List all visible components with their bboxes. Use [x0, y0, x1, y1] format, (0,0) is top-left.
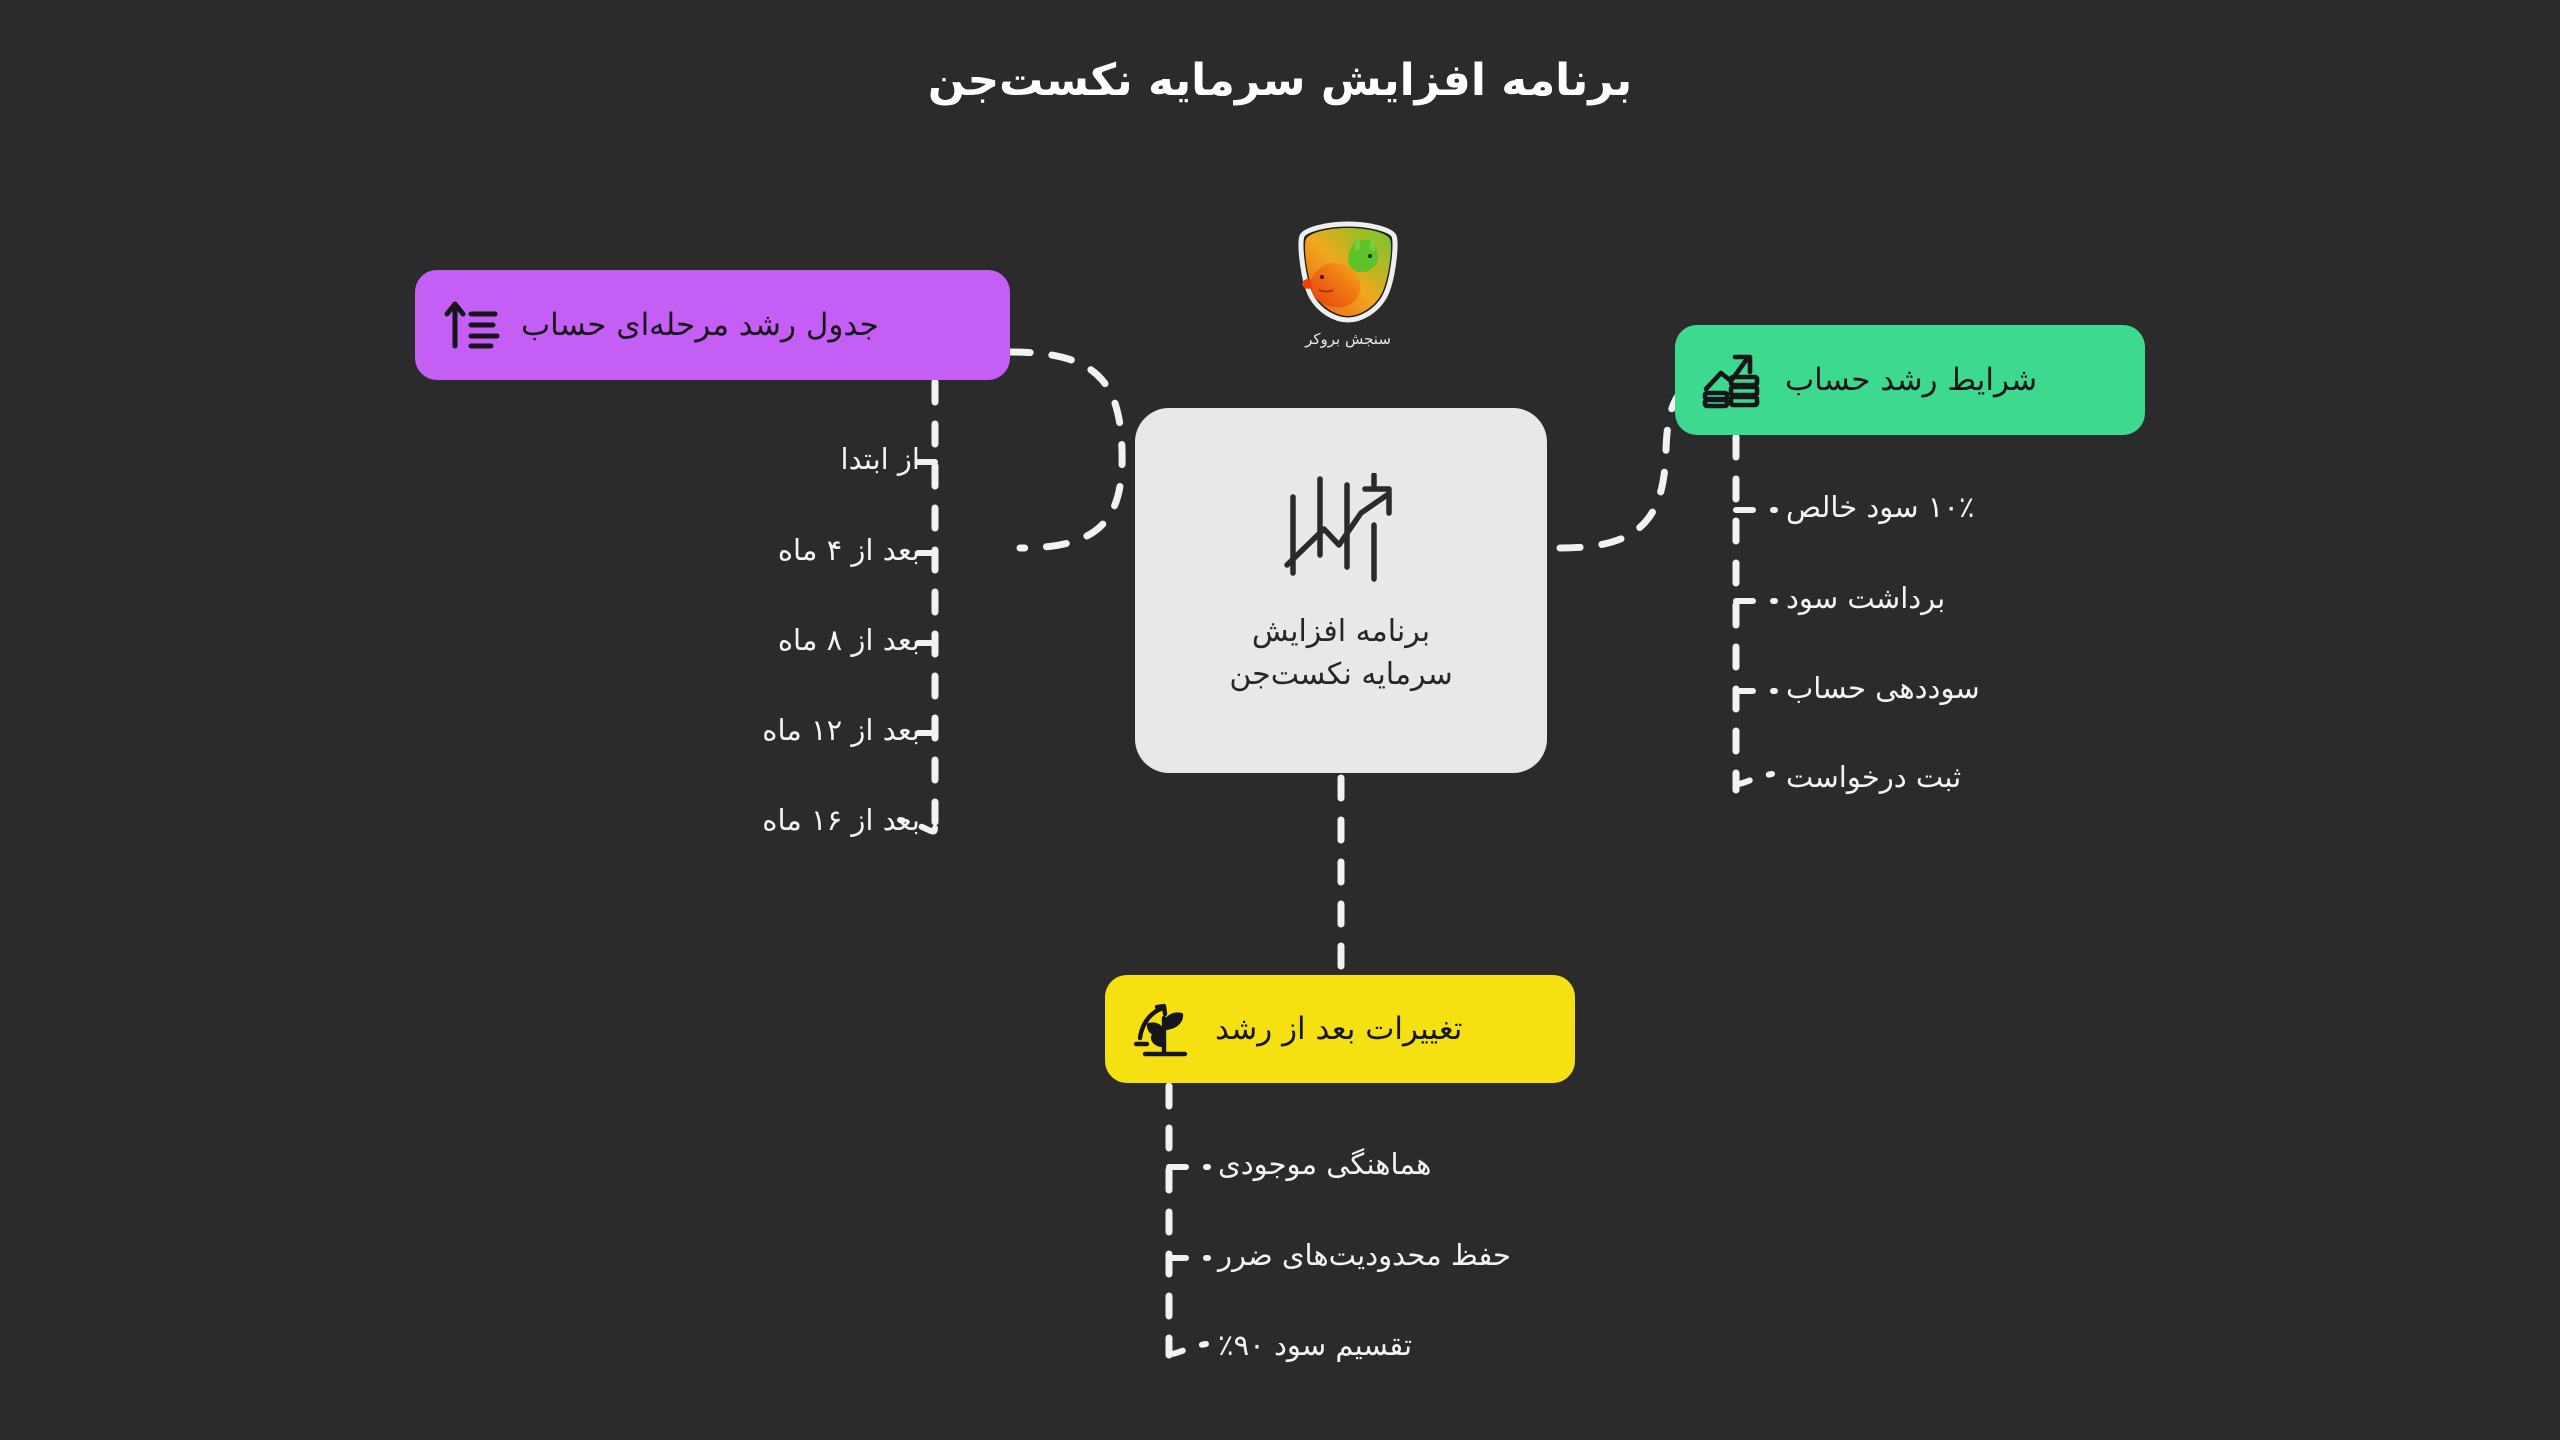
branch-label: جدول رشد مرحله‌ای حساب — [521, 307, 879, 343]
leaf-item[interactable]: بعد از ۴ ماه — [777, 533, 920, 567]
brand-logo-caption: سنجش بروکر — [1305, 330, 1391, 348]
leaf-item[interactable]: ۱۰٪ سود خالص — [1786, 490, 1975, 524]
connector-purple-to-center — [1006, 348, 1126, 552]
leaf-item[interactable]: ثبت درخواست — [1786, 760, 1962, 794]
leaf-item[interactable]: بعد از ۱۶ ماه — [762, 803, 920, 837]
leaf-item[interactable]: برداشت سود — [1786, 581, 1946, 615]
candlestick-trending-up-icon — [1284, 472, 1392, 582]
growing-plant-sprout-icon — [1133, 1003, 1188, 1057]
branch-label: شرایط رشد حساب — [1785, 362, 2038, 398]
leaf-item[interactable]: حفظ محدودیت‌های ضرر — [1218, 1238, 1511, 1272]
leaf-item[interactable]: هماهنگی موجودی — [1218, 1147, 1432, 1181]
bull-bear-shield-logo-icon — [1298, 221, 1398, 323]
branch-header-post-growth-changes[interactable]: تغییرات بعد از رشد — [1105, 975, 1575, 1083]
leaf-item[interactable]: از ابتدا — [840, 442, 920, 476]
branch-header-account-growth-table[interactable]: جدول رشد مرحله‌ای حساب — [415, 270, 1010, 380]
central-node[interactable]: برنامه افزایش سرمایه نکست‌جن — [1135, 408, 1547, 773]
growth-chart-coins-icon — [1702, 354, 1760, 409]
leaf-item[interactable]: بعد از ۱۲ ماه — [762, 713, 920, 747]
leaf-item[interactable]: تقسیم سود ۹۰٪ — [1218, 1328, 1413, 1362]
branch-label: تغییرات بعد از رشد — [1215, 1011, 1463, 1047]
bar-chart-up-arrow-icon — [444, 301, 500, 349]
leaf-item[interactable]: سوددهی حساب — [1786, 671, 1980, 705]
branch-header-account-growth-conditions[interactable]: شرایط رشد حساب — [1675, 325, 2145, 435]
leaf-item[interactable]: بعد از ۸ ماه — [777, 623, 920, 657]
connector-bottom-leaf-2 — [1166, 1341, 1209, 1357]
connector-right-leaf-3 — [1733, 771, 1775, 787]
central-node-label: برنامه افزایش سرمایه نکست‌جن — [1229, 613, 1453, 692]
page-title: برنامه افزایش سرمایه نکست‌جن — [927, 55, 1633, 106]
brand-logo: سنجش بروکر — [1283, 218, 1413, 348]
